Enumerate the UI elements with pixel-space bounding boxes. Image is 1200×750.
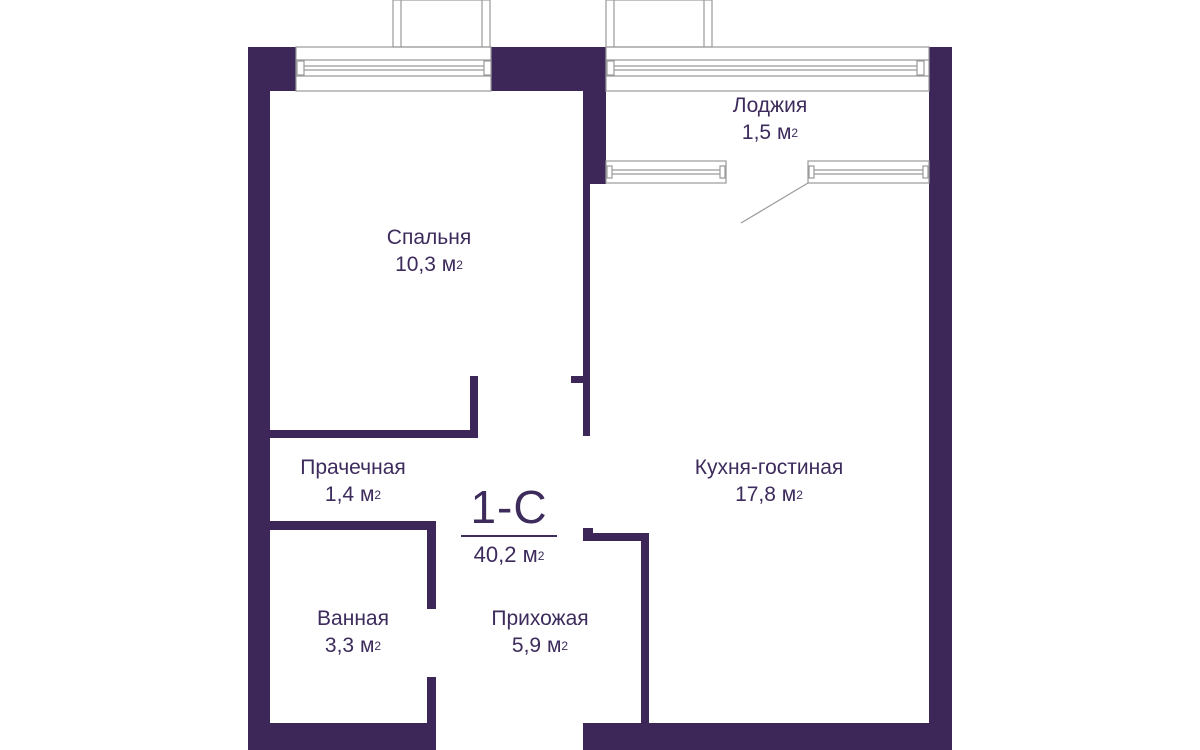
- apartment-total-area: 40,2 м2: [473, 541, 545, 567]
- apartment-code-block: 1-С 40,2 м2: [461, 480, 557, 569]
- outer-wall-top-left: [248, 47, 296, 91]
- loggia-window-frame: [605, 46, 930, 92]
- room-label-bedroom: Спальня 10,3 м2: [387, 224, 471, 278]
- bedroom-door-jamb-left: [470, 376, 478, 438]
- wall-pier-loggia: [583, 47, 606, 184]
- loggia-balcony-outline: [605, 0, 713, 48]
- room-name: Прачечная: [300, 456, 406, 479]
- partition-bedroom-kitchen: [583, 184, 590, 436]
- kitchen-wall-step: [583, 533, 649, 541]
- loggia-door-swing: [740, 182, 809, 224]
- outer-wall-right: [929, 47, 952, 750]
- room-name: Ванная: [317, 607, 389, 630]
- walls: [248, 47, 952, 750]
- bedroom-door-jamb-right: [571, 376, 585, 383]
- laundry-wall-bottom: [270, 521, 436, 530]
- bathroom-wall-right-bottom: [427, 677, 436, 750]
- outer-wall-left: [248, 47, 270, 750]
- windows: [295, 0, 930, 224]
- room-label-laundry: Прачечная 1,4 м2: [300, 454, 406, 508]
- bedroom-balcony-outline: [392, 0, 491, 48]
- room-area: 10,3 м2: [395, 253, 463, 276]
- room-name: Лоджия: [732, 94, 808, 117]
- outer-wall-bottom-left: [248, 723, 436, 750]
- room-area: 1,5 м2: [741, 121, 799, 144]
- inner-window-right: [807, 160, 930, 184]
- room-area: 17,8 м2: [735, 483, 803, 506]
- room-label-kitchen-living: Кухня-гостиная 17,8 м2: [695, 454, 844, 508]
- room-area: 3,3 м2: [324, 634, 382, 657]
- room-label-loggia: Лоджия 1,5 м2: [733, 92, 807, 146]
- room-label-bathroom: Ванная 3,3 м2: [317, 605, 389, 659]
- room-area: 1,4 м2: [324, 483, 382, 506]
- room-name: Прихожая: [491, 607, 589, 630]
- room-area: 5,9 м2: [511, 634, 569, 657]
- bedroom-window-frame: [295, 46, 492, 92]
- apartment-code: 1-С: [470, 481, 548, 533]
- inner-window-left: [605, 160, 727, 184]
- apartment-code-divider: [461, 535, 557, 537]
- bathroom-wall-right-top: [427, 521, 436, 609]
- bedroom-wall-bottom: [270, 430, 478, 438]
- room-name: Спальня: [386, 226, 472, 249]
- room-label-hallway: Прихожая 5,9 м2: [491, 605, 588, 659]
- outer-wall-bottom-right: [583, 723, 952, 750]
- kitchen-wall-lower: [641, 533, 649, 750]
- room-name: Кухня-гостиная: [694, 456, 844, 479]
